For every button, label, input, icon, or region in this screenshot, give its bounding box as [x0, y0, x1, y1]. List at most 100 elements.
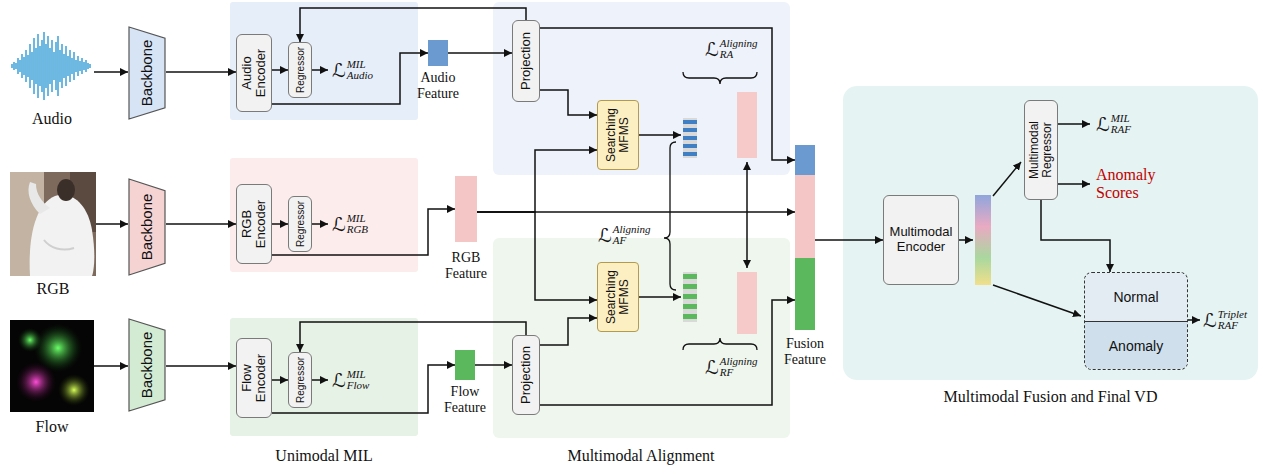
connector-arrow: [94, 71, 128, 73]
group-caption: Multimodal Alignment: [521, 447, 761, 465]
encoder-box: Multimodal Encoder: [883, 195, 959, 285]
mfms-box: Searching MFMS: [597, 262, 639, 332]
token-bar: [683, 118, 697, 158]
region-panel: [230, 2, 418, 120]
encoder-box: RGB Encoder: [236, 184, 272, 264]
mfms-box: Searching MFMS: [597, 100, 639, 170]
token-bar: [683, 272, 697, 322]
connector-arrow: [540, 300, 795, 405]
arrow: [312, 70, 1200, 380]
loss-subscript: RAF: [1111, 124, 1131, 135]
loss-subscript: AF: [613, 235, 651, 246]
connector-arrow: [540, 28, 795, 160]
feature-bar: RGB Feature: [455, 176, 477, 242]
rgb-frame: [44, 240, 74, 250]
box-label: Projection: [519, 23, 533, 99]
loss-term: ℒAligningRA: [705, 38, 758, 60]
rgb-frame: [57, 179, 75, 201]
shape-caption: Fusion Feature: [780, 336, 830, 368]
backbone-trapezoid: Backbone: [128, 26, 166, 120]
loss-subscript: Flow: [347, 380, 370, 391]
connector-arrow: [272, 379, 288, 381]
region-panel: [230, 2, 1258, 438]
flow-frame: [58, 374, 90, 406]
input-image: Audio: [10, 28, 94, 104]
connector-arrow: [300, 8, 526, 42]
loss-subscript: RA: [720, 49, 758, 60]
backbone-trapezoid: Backbone: [128, 318, 166, 412]
fusion-segment: [795, 145, 815, 175]
shape-caption: Audio Feature: [410, 70, 466, 102]
region-panel: [493, 238, 790, 438]
box-label: Audio Encoder: [240, 37, 269, 109]
shape-caption: RGB Feature: [438, 250, 494, 282]
loss-superscript: Aligning: [613, 224, 651, 235]
shape-caption: Flow Feature: [437, 384, 493, 416]
input-image: RGB: [10, 172, 96, 276]
connector-arrow: [94, 365, 128, 367]
loss-symbol: ℒ: [705, 38, 719, 60]
token-bar: [683, 144, 697, 148]
loss-symbol: ℒ: [1096, 113, 1110, 135]
token-bar: [683, 294, 697, 299]
arrow: [312, 69, 328, 71]
backbone-shape: [129, 27, 165, 119]
loss-scripts: MILRGB: [347, 213, 368, 235]
loss-subscript: RAF: [1218, 320, 1247, 331]
brace: [683, 338, 757, 350]
loss-superscript: MIL: [347, 59, 373, 70]
arrow: [993, 162, 1021, 196]
token-bar: [683, 136, 697, 140]
arrow: [1058, 123, 1090, 125]
audio-waveform: [12, 32, 90, 100]
connector-arrow: [477, 211, 795, 213]
encoder-box: Audio Encoder: [236, 34, 272, 112]
box-label: Backbone: [139, 321, 156, 409]
box-label: Multimodal Regressor: [1028, 103, 1054, 197]
shape-caption: Flow: [12, 418, 92, 436]
regressor-box: Regressor: [288, 196, 312, 252]
box-label: Multimodal Encoder: [887, 225, 955, 255]
box-label: Regressor: [295, 355, 306, 405]
region-panel: [843, 86, 1258, 380]
box-label: Backbone: [139, 181, 156, 273]
loss-scripts: AligningRA: [720, 38, 758, 60]
loss-term: ℒMILFlow: [332, 369, 369, 391]
arrow: [639, 134, 681, 136]
connector-arrow: [477, 150, 597, 212]
box-label: RGB Encoder: [240, 187, 269, 261]
connector-arrow: [166, 71, 236, 73]
flow-frame: [16, 362, 56, 402]
box-label: Backbone: [139, 29, 156, 117]
connector-arrow: [166, 365, 236, 367]
token-bar: [683, 314, 697, 319]
fusion-segment: [795, 258, 815, 330]
connector-arrow: [540, 90, 597, 115]
flow-frame: [18, 328, 42, 352]
token-bar: [683, 284, 697, 289]
connector-arrow: [475, 364, 512, 366]
feature-bar: Flow Feature: [455, 350, 475, 380]
loss-term: ℒMILAudio: [332, 59, 373, 81]
loss-term: ℒMILRAF: [1096, 113, 1131, 135]
connector-arrow: [272, 223, 288, 225]
token-bar: [683, 274, 697, 279]
backbone-trapezoid: Backbone: [128, 178, 166, 276]
box-label: Regressor: [295, 199, 306, 249]
arrow: [639, 296, 681, 298]
loss-symbol: ℒ: [332, 59, 346, 81]
regressor-box: Regressor: [288, 352, 312, 408]
output-label: Anomaly Scores: [1096, 166, 1180, 203]
fusion-feature-bar: Fusion Feature: [795, 145, 815, 330]
arrow: [746, 162, 748, 268]
group-caption: Unimodal MIL: [204, 447, 444, 465]
token-bar: [683, 92, 991, 334]
brace: [664, 72, 757, 350]
loss-symbol: ℒ: [1203, 309, 1217, 331]
connector-arrow: [1041, 200, 1110, 272]
connector-arrow: [540, 318, 597, 345]
class-label: Normal: [1085, 273, 1187, 321]
